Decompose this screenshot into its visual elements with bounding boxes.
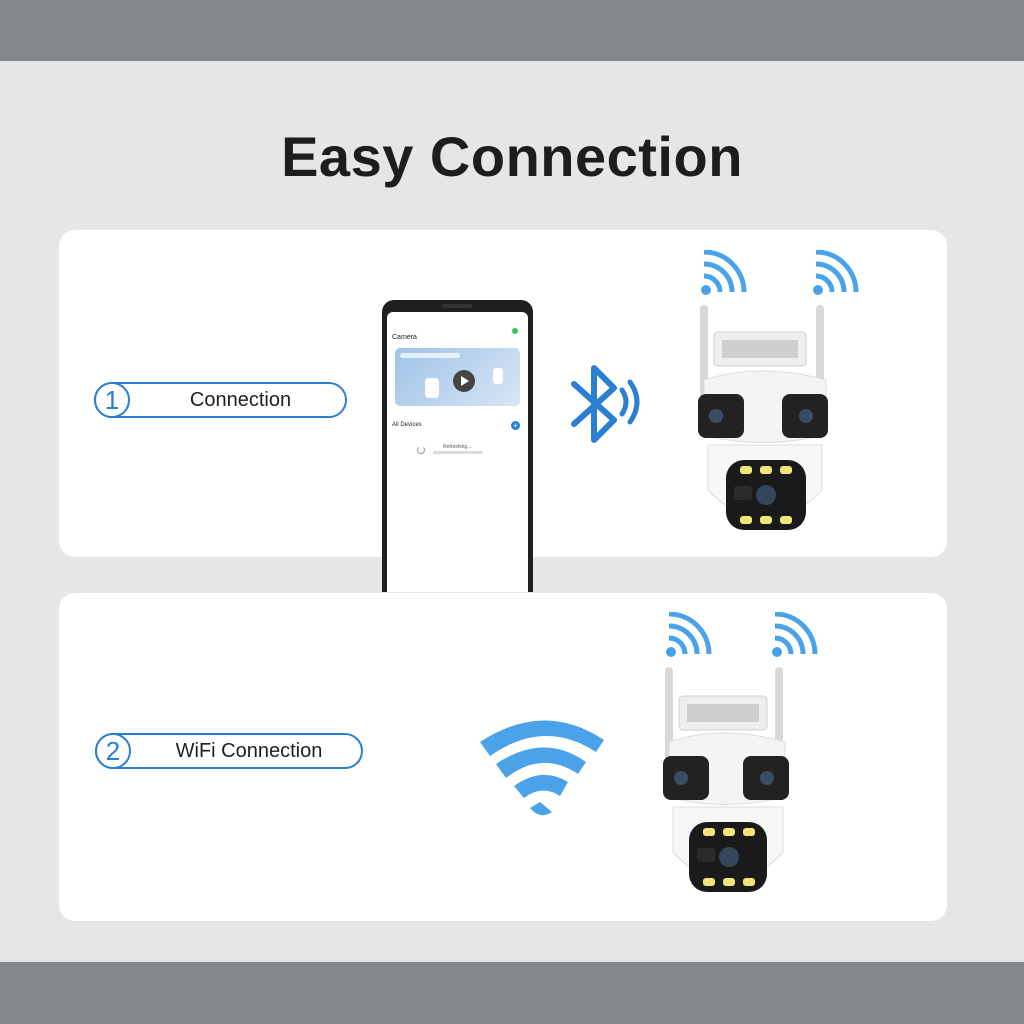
wifi-icon (480, 720, 604, 816)
step-2-label: WiFi Connection (175, 740, 323, 762)
camera-device-2 (663, 612, 818, 892)
page-title: Easy Connection (281, 125, 743, 188)
step-1-label: Connection (189, 389, 292, 411)
loading-spinner-icon (417, 446, 425, 454)
app-title: Camera (392, 334, 417, 341)
step-2-pill: 2 WiFi Connection (95, 733, 363, 769)
phone: Camera All Devices + Refreshing... (382, 300, 533, 592)
bottom-band (0, 962, 1024, 1024)
signal-icon-left (701, 250, 747, 295)
signal-icon-left-2 (666, 612, 712, 657)
phone-screen: Camera All Devices + Refreshing... (387, 312, 528, 592)
banner-text-placeholder (400, 353, 460, 358)
phone-notch (442, 304, 472, 308)
step-2-number: 2 (95, 733, 131, 769)
app-banner[interactable] (395, 348, 520, 406)
top-band (0, 0, 1024, 61)
camera-thumbnail (425, 378, 439, 398)
camera-thumbnail-small (493, 368, 503, 384)
signal-icon-right (813, 250, 859, 295)
status-dot (512, 328, 518, 334)
bluetooth-icon (571, 365, 640, 443)
step-1-pill: 1 Connection (94, 382, 347, 418)
refresh-status: Refreshing... (443, 444, 472, 450)
refresh-subtext (433, 451, 483, 454)
step-1-number: 1 (94, 382, 130, 418)
signal-icon-right-2 (772, 612, 818, 657)
camera-device-1 (698, 250, 859, 530)
play-icon[interactable] (453, 370, 475, 392)
devices-heading: All Devices (392, 422, 422, 428)
add-device-icon[interactable]: + (511, 421, 520, 430)
